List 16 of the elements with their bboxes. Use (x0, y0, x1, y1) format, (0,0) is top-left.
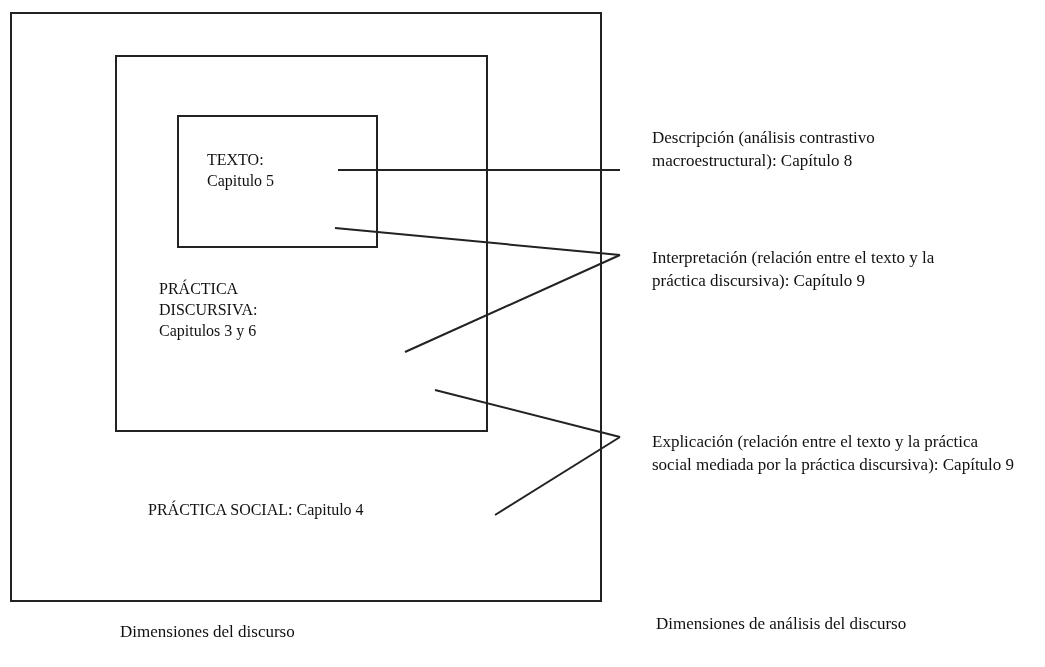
frame-box (115, 55, 488, 432)
leader-line (334, 227, 621, 256)
leader-line (434, 389, 621, 438)
box-label: PRÁCTICA SOCIAL: Capitulo 4 (148, 499, 365, 520)
annotation-text: Descripción (análisis contrastivo macroestructural): Capítulo 8 (620, 126, 980, 172)
box-label: TEXTO: Capitulo 5 (207, 150, 276, 191)
frame-box (177, 115, 378, 248)
box-label: PRÁCTICA DISCURSIVA: Capitulos 3 y 6 (159, 278, 259, 341)
frame-box (10, 12, 602, 602)
leader-line (404, 254, 621, 353)
leader-line (337, 169, 621, 171)
leader-line (494, 436, 621, 516)
caption-text: Dimensiones de análisis del discurso (656, 613, 907, 635)
annotation-text: Explicación (relación entre el texto y la práctica social mediada por la práctica discursiva): Capítulo 9 (620, 430, 1020, 476)
caption-text: Dimensiones del discurso (120, 621, 295, 643)
annotation-text: Interpretación (relación entre el texto y la práctica discursiva): Capítulo 9 (620, 246, 980, 292)
